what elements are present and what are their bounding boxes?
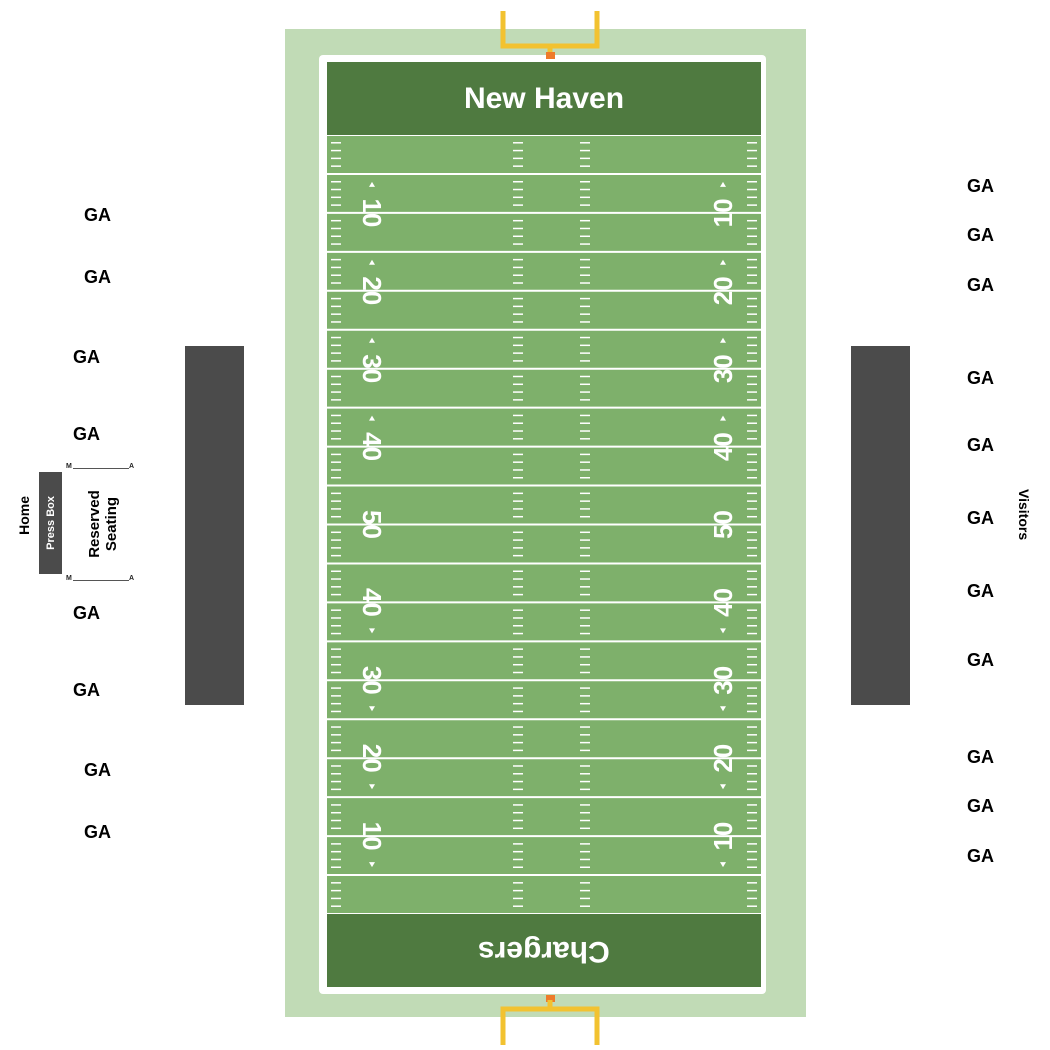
divider xyxy=(73,468,129,469)
direction-arrow xyxy=(369,784,375,790)
section-ga-right[interactable]: GA xyxy=(967,275,994,295)
direction-arrow xyxy=(369,181,375,187)
endzone-bottom-label: Chargers xyxy=(478,934,610,968)
yard-number: 40 xyxy=(357,588,387,617)
section-ga-right[interactable]: GA xyxy=(967,435,994,455)
goalpost-top xyxy=(500,11,600,59)
yard-number: 50 xyxy=(708,510,738,539)
press-box[interactable]: Press Box xyxy=(39,472,62,574)
direction-arrow xyxy=(720,181,726,187)
yard-number: 40 xyxy=(708,588,738,617)
yard-number: 10 xyxy=(357,198,387,227)
direction-arrow xyxy=(369,706,375,712)
playing-field: 10 10 20 20 30 30 40 40 50 50 40 40 30 30 20 20 10 10 xyxy=(327,62,761,987)
direction-arrow xyxy=(720,862,726,868)
direction-arrow xyxy=(720,415,726,421)
yard-number: 30 xyxy=(708,354,738,383)
section-ga-left[interactable]: GA xyxy=(73,424,100,444)
yard-number: 30 xyxy=(708,666,738,695)
direction-arrow xyxy=(720,784,726,790)
visitors-label: Visitors xyxy=(1016,489,1032,541)
yard-number: 20 xyxy=(708,744,738,773)
marker-m-top: M xyxy=(66,463,72,470)
yard-number: 30 xyxy=(357,666,387,695)
endzone-top-label: New Haven xyxy=(463,81,625,115)
section-ga-right[interactable]: GA xyxy=(967,508,994,528)
section-ga-left[interactable]: GA xyxy=(84,760,111,780)
yard-number: 10 xyxy=(708,198,738,227)
section-ga-right[interactable]: GA xyxy=(967,225,994,245)
direction-arrow xyxy=(369,628,375,634)
section-ga-right[interactable]: GA xyxy=(967,650,994,670)
visitor-stands[interactable] xyxy=(851,346,910,705)
section-ga-left[interactable]: GA xyxy=(73,347,100,367)
reserved-seating-label: Reserved Seating xyxy=(78,482,128,566)
marker-a-bottom: A xyxy=(129,575,135,582)
home-stands[interactable] xyxy=(185,346,244,705)
section-ga-left[interactable]: GA xyxy=(84,267,111,287)
reserved-line1: Reserved xyxy=(86,490,104,558)
yard-number: 20 xyxy=(357,276,387,305)
section-ga-left[interactable]: GA xyxy=(84,205,111,225)
section-ga-right[interactable]: GA xyxy=(967,796,994,816)
yard-number: 10 xyxy=(357,822,387,851)
marker-a-top: A xyxy=(129,463,135,470)
press-box-label: Press Box xyxy=(44,496,57,550)
endzone-bottom[interactable]: Chargers xyxy=(327,914,761,987)
hash-marks xyxy=(331,142,757,907)
yard-lines xyxy=(327,134,761,915)
home-label: Home xyxy=(16,496,32,535)
reserved-seating-section[interactable]: M A Reserved Seating M A xyxy=(66,463,135,582)
direction-arrow xyxy=(369,337,375,343)
section-ga-left[interactable]: GA xyxy=(84,822,111,842)
section-ga-right[interactable]: GA xyxy=(967,581,994,601)
yard-number: 40 xyxy=(708,432,738,461)
direction-arrow xyxy=(369,862,375,868)
direction-arrow xyxy=(720,337,726,343)
yard-number: 50 xyxy=(357,510,387,539)
marker-m-bottom: M xyxy=(66,575,72,582)
goalpost-bottom xyxy=(500,995,600,1045)
yard-number: 40 xyxy=(357,432,387,461)
reserved-line2: Seating xyxy=(103,496,121,552)
section-ga-right[interactable]: GA xyxy=(967,368,994,388)
direction-arrow xyxy=(720,628,726,634)
yard-number: 20 xyxy=(357,744,387,773)
section-ga-right[interactable]: GA xyxy=(967,176,994,196)
yard-number: 20 xyxy=(708,276,738,305)
divider xyxy=(73,580,129,581)
direction-arrow xyxy=(720,259,726,265)
yard-number: 10 xyxy=(708,822,738,851)
direction-arrow xyxy=(720,706,726,712)
section-ga-left[interactable]: GA xyxy=(73,680,100,700)
section-ga-right[interactable]: GA xyxy=(967,747,994,767)
direction-arrow xyxy=(369,259,375,265)
yard-numbers: 10 10 20 20 30 30 40 40 50 50 40 40 30 30 20 20 10 10 xyxy=(357,181,738,868)
direction-arrow xyxy=(369,415,375,421)
section-ga-right[interactable]: GA xyxy=(967,846,994,866)
endzone-top[interactable]: New Haven xyxy=(327,62,761,135)
section-ga-left[interactable]: GA xyxy=(73,603,100,623)
yard-number: 30 xyxy=(357,354,387,383)
